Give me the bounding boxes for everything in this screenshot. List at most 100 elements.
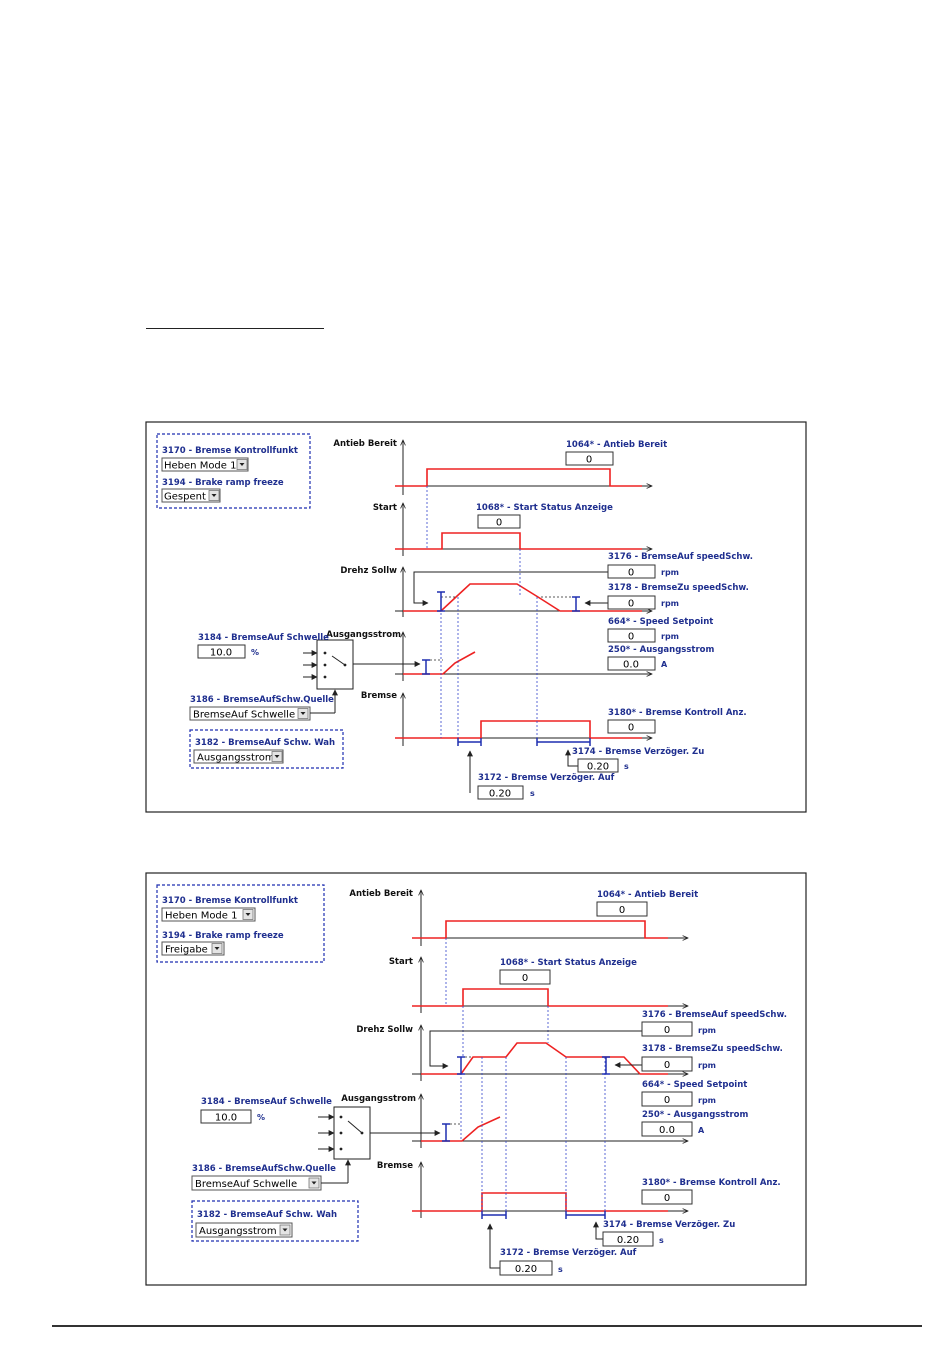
p3180-value: 0 (664, 1193, 670, 1204)
p3172-field[interactable] (499, 1260, 553, 1276)
source-switch-block (333, 1106, 371, 1160)
brake-ctrl-select[interactable]: Heben Mode 1 (161, 907, 256, 922)
p3182-label: 3182 - BremseAuf Schw. Wah (197, 1210, 337, 1220)
p3176-field[interactable] (641, 1021, 693, 1037)
p3184-field[interactable] (200, 1109, 252, 1124)
p3172-unit: s (558, 1265, 563, 1274)
time-axes (412, 890, 688, 1218)
config-box (156, 884, 325, 963)
p3186-label: 3186 - BremseAufSchw.Quelle (192, 1164, 336, 1174)
section-heading-underline (146, 328, 324, 329)
p3186-select[interactable]: BremseAuf Schwelle (189, 706, 311, 721)
p1068-field (477, 514, 521, 529)
p664-value: 0 (628, 632, 634, 643)
p1068-value: 0 (496, 518, 502, 529)
brake-ctrl-value: Heben Mode 1 (165, 911, 237, 922)
chevron-down-icon (245, 913, 251, 916)
p3180-field (641, 1189, 693, 1205)
p3172-unit: s (530, 789, 535, 798)
p3172-field[interactable] (477, 785, 524, 800)
ramp-freeze-label: 3194 - Brake ramp freeze (162, 931, 284, 941)
p3186-value: BremseAuf Schwelle (195, 1179, 297, 1190)
trace-speed-ref (403, 583, 642, 612)
p3178-unit: rpm (661, 599, 679, 608)
p3182-value: Ausgangsstrom (199, 1226, 277, 1237)
signal-brake: Bremse (361, 691, 397, 701)
p3174-value: 0.20 (617, 1235, 639, 1246)
signal-output-current: Ausgangsstrom (341, 1094, 416, 1104)
p3176-label: 3176 - BremseAuf speedSchw. (642, 1010, 787, 1020)
chevron-down-icon (239, 463, 245, 466)
p3174-unit: s (659, 1236, 664, 1245)
p664-value: 0 (664, 1095, 670, 1106)
p3184-label: 3184 - BremseAuf Schwelle (198, 633, 329, 643)
brake-diagram-panel-1: 3170 - Bremse Kontrollfunkt Heben Mode 1… (145, 421, 807, 813)
p3186-select[interactable]: BremseAuf Schwelle (191, 1175, 322, 1191)
connector-lines (318, 1030, 642, 1269)
p3182-select[interactable]: Ausgangsstrom (195, 1222, 293, 1238)
signal-drive-ready: Antieb Bereit (349, 889, 413, 899)
chevron-down-icon (282, 1228, 288, 1232)
panel-frame (145, 421, 807, 813)
p250-field (641, 1121, 693, 1137)
signal-start: Start (389, 957, 413, 967)
trace-speed-ref (421, 1042, 668, 1075)
p3172-value: 0.20 (489, 789, 511, 800)
p3180-field (607, 719, 656, 734)
p3180-label: 3180* - Bremse Kontroll Anz. (608, 708, 747, 718)
trace-output-current (421, 1116, 501, 1142)
p3182-select[interactable]: Ausgangsstrom (193, 749, 284, 764)
p3186-value: BremseAuf Schwelle (193, 710, 295, 721)
signal-drive-ready: Antieb Bereit (333, 439, 397, 449)
p3174-field[interactable] (602, 1231, 654, 1247)
p1064-value: 0 (619, 905, 625, 916)
p3174-field[interactable] (577, 758, 619, 773)
threshold-markers (442, 1056, 610, 1219)
p3184-label: 3184 - BremseAuf Schwelle (201, 1097, 332, 1107)
panel-frame (145, 872, 807, 1286)
p250-value: 0.0 (659, 1125, 675, 1136)
ramp-freeze-select[interactable]: Gespent (161, 488, 221, 503)
p3178-field[interactable] (641, 1056, 693, 1072)
p664-field (641, 1091, 693, 1107)
p3178-unit: rpm (698, 1061, 716, 1070)
p3174-unit: s (624, 762, 629, 771)
p3184-field[interactable] (197, 644, 246, 659)
trace-drive-ready (395, 468, 642, 487)
ramp-freeze-value: Freigabe (165, 945, 208, 956)
p1064-label: 1064* - Antieb Bereit (566, 440, 667, 450)
p250-unit: A (661, 660, 668, 669)
p3174-value: 0.20 (587, 762, 609, 773)
p3176-label: 3176 - BremseAuf speedSchw. (608, 552, 753, 562)
brake-ctrl-select[interactable]: Heben Mode 1 (161, 457, 249, 472)
p3184-unit: % (257, 1113, 265, 1122)
p664-label: 664* - Speed Setpoint (642, 1080, 747, 1090)
p3182-label: 3182 - BremseAuf Schw. Wah (195, 738, 335, 748)
p664-label: 664* - Speed Setpoint (608, 617, 713, 627)
signal-speed-ref: Drehz Sollw (356, 1025, 413, 1035)
p664-unit: rpm (698, 1096, 716, 1105)
signal-output-current: Ausgangsstrom (326, 630, 401, 640)
p3178-label: 3178 - BremseZu speedSchw. (608, 583, 749, 593)
trace-brake (395, 720, 642, 739)
p3184-unit: % (251, 648, 259, 657)
p664-unit: rpm (661, 632, 679, 641)
p1068-value: 0 (522, 973, 528, 984)
p3178-field[interactable] (607, 595, 656, 610)
p3176-value: 0 (628, 568, 634, 579)
timing-guides (426, 486, 538, 738)
p3172-value: 0.20 (515, 1264, 537, 1275)
chevron-down-icon (274, 755, 280, 758)
p3172-label: 3172 - Bremse Verzöger. Auf (478, 773, 615, 783)
p3176-field[interactable] (607, 564, 656, 579)
p1064-label: 1064* - Antieb Bereit (597, 890, 698, 900)
p250-label: 250* - Ausgangsstrom (642, 1110, 748, 1120)
chevron-down-icon (214, 947, 220, 950)
trace-brake (412, 1192, 668, 1212)
footer-divider (52, 1325, 922, 1327)
ramp-freeze-label: 3194 - Brake ramp freeze (162, 478, 284, 488)
config-box (156, 433, 311, 509)
ramp-freeze-select[interactable]: Freigabe (161, 941, 225, 956)
p3184-value: 10.0 (215, 1113, 237, 1124)
